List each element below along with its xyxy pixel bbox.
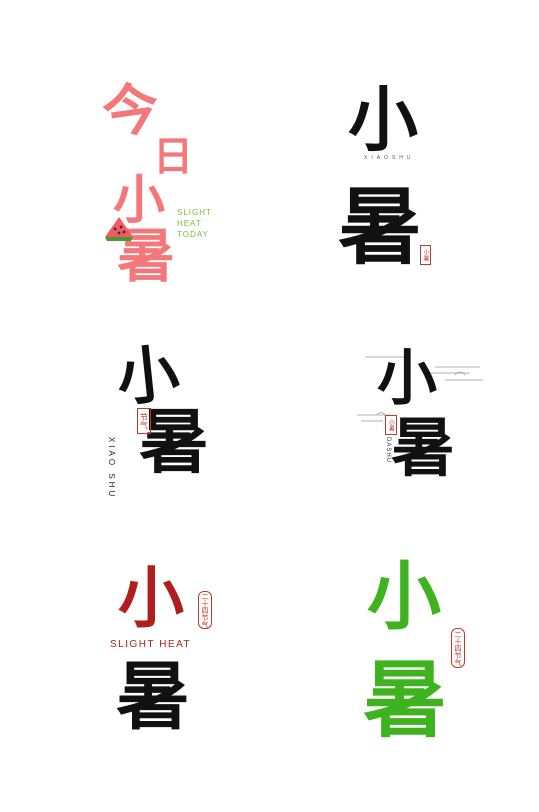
tile-xiaoshu-black-2: 小 暑 节气 XIAO SHU: [105, 336, 225, 500]
tile-xiaoshu-green: 小 二十四节气 暑: [355, 560, 480, 750]
char-xiao: 小: [113, 170, 166, 231]
caption-line-1: SLIGHT: [177, 208, 212, 217]
caption-line-3: TODAY: [177, 230, 209, 239]
char-shu: 暑: [363, 650, 448, 749]
char-xiao: 小: [377, 344, 437, 414]
pinyin-caption: XIAOSHU: [364, 155, 415, 161]
seal-stamp: 小暑: [420, 245, 431, 265]
tile-xiaoshu-clouds: 小 暑 小暑 DASHU: [355, 345, 485, 495]
caption-line-2: HEAT: [177, 219, 202, 228]
seal-stamp: 二十四节气: [451, 628, 465, 668]
char-xiao: 小: [348, 78, 418, 161]
watermelon-icon: [103, 215, 135, 243]
seal-stamp: 小暑: [385, 415, 397, 435]
cloud-lines-icon: [357, 356, 483, 422]
char-xiao: 小: [367, 554, 441, 640]
tile-xiaoshu-black-1: 小 XIAOSHU 暑 小暑: [330, 85, 450, 285]
seal-stamp: 节气: [137, 408, 151, 434]
english-caption: SLIGHT HEAT TODAY: [177, 207, 212, 240]
char-shu: 暑: [116, 654, 190, 740]
char-xiao: 小: [118, 559, 184, 637]
seal-stamp: 二十四节气: [198, 591, 212, 629]
char-shu: 暑: [391, 411, 455, 486]
pinyin-caption: XIAO SHU: [107, 437, 116, 500]
tile-xiaoshu-red: 小 二十四节气 SLIGHT HEAT 暑: [108, 565, 228, 745]
english-caption: SLIGHT HEAT: [110, 639, 192, 650]
char-ri: 日: [153, 133, 193, 180]
pinyin-caption: DASHU: [385, 437, 391, 464]
tile-jinri-xiaoshu: 今 日 小 暑 SLIGHT HEAT TODAY: [95, 74, 225, 290]
char-shu: 暑: [338, 177, 423, 276]
